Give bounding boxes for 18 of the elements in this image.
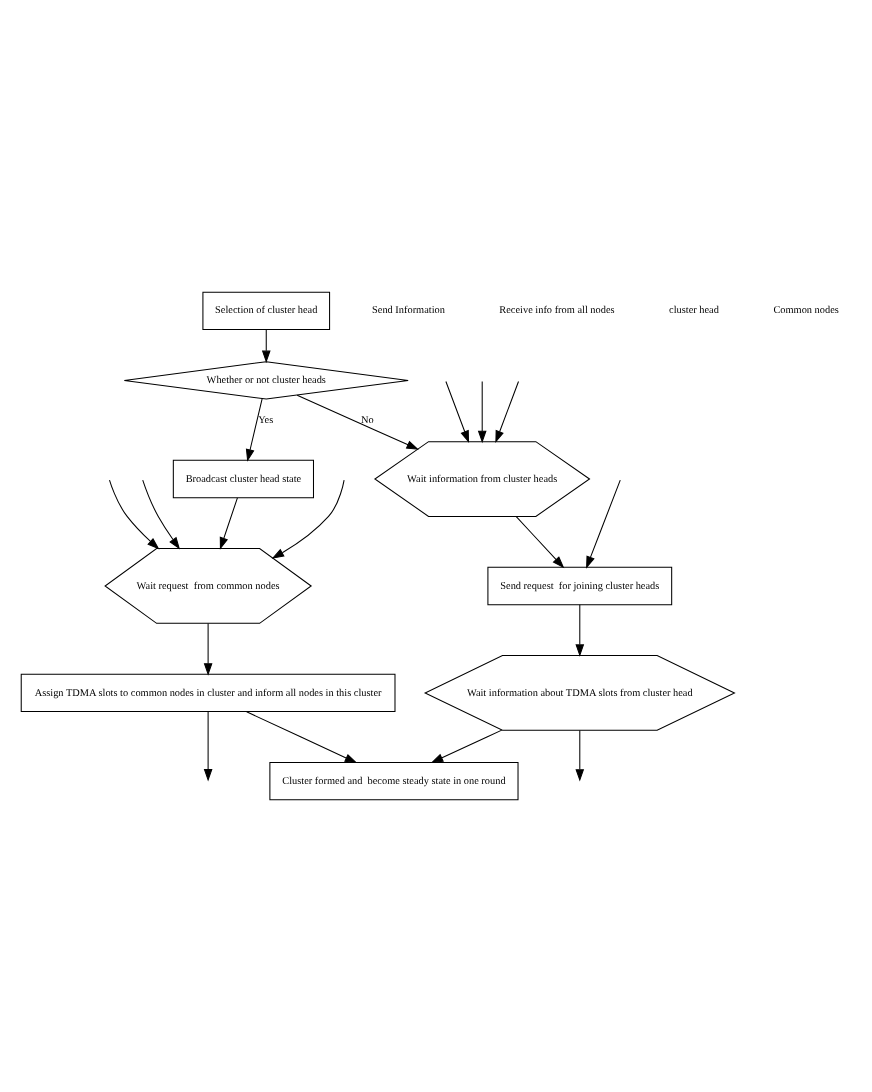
arrow bbox=[203, 622, 213, 676]
arrow bbox=[515, 515, 565, 569]
arrow bbox=[219, 497, 238, 550]
arrow bbox=[495, 381, 520, 444]
arrow bbox=[430, 729, 503, 764]
arrow bbox=[586, 479, 621, 569]
arrow bbox=[203, 711, 213, 782]
arrow bbox=[445, 381, 470, 444]
arrow bbox=[575, 729, 585, 782]
arrow bbox=[142, 479, 181, 550]
arrow bbox=[296, 394, 419, 450]
arrow bbox=[109, 479, 160, 550]
arrow bbox=[245, 398, 263, 462]
arrow bbox=[575, 604, 585, 657]
arrow bbox=[271, 479, 345, 559]
arrow bbox=[261, 329, 271, 364]
arrow bbox=[477, 381, 487, 444]
arrow bbox=[246, 711, 358, 764]
